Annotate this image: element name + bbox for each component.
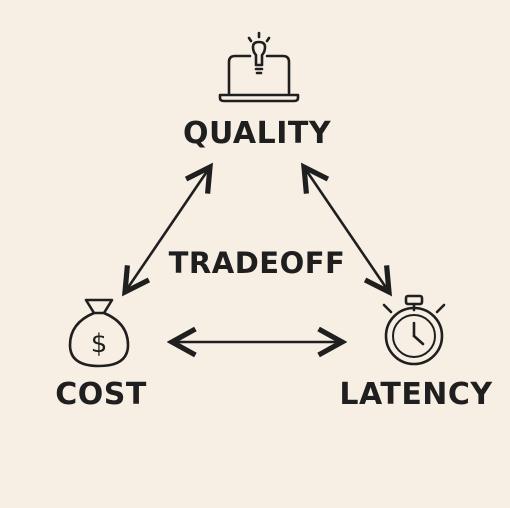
svg-text:$: $ [91, 329, 108, 359]
tradeoff-label: TRADEOFF [169, 246, 346, 280]
arrow-quality-latency [304, 167, 389, 292]
laptop-lightbulb-icon [218, 31, 300, 103]
latency-label: LATENCY [339, 377, 493, 412]
quality-label: QUALITY [183, 116, 332, 151]
cost-label: COST [55, 377, 147, 412]
money-bag-icon: $ [68, 298, 130, 368]
arrow-quality-cost [125, 167, 210, 292]
stopwatch-icon [382, 294, 446, 366]
